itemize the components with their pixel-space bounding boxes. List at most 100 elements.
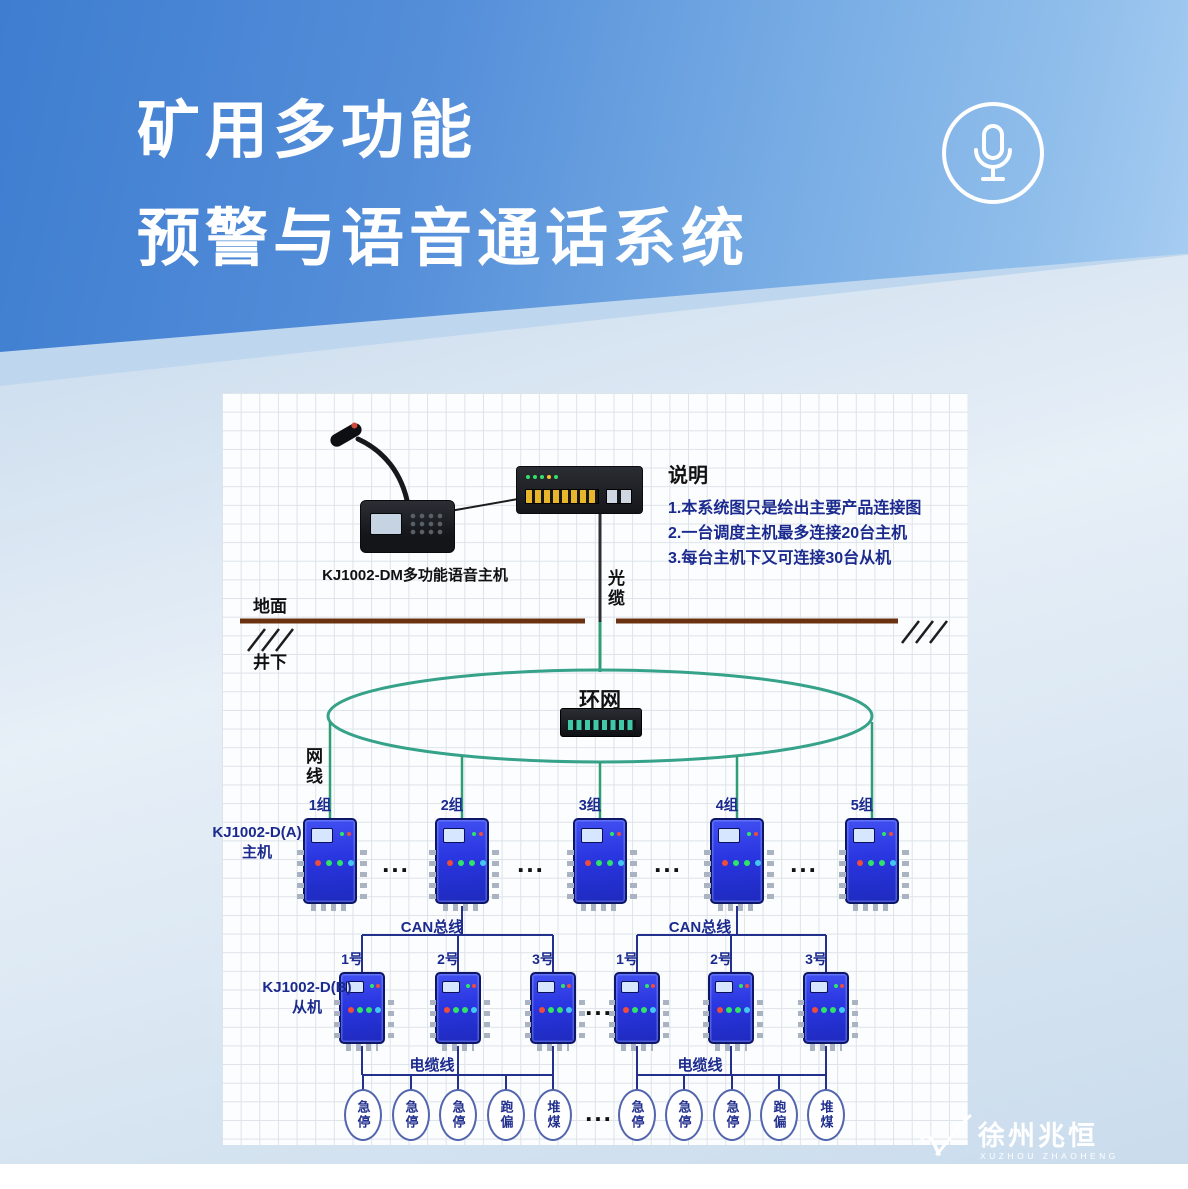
sensor-label: 急停: [676, 1100, 692, 1130]
group-label-1: 1组: [308, 798, 332, 814]
ellipsis-sensors: ...: [585, 1097, 613, 1127]
sensor-ellipse-9: 跑偏: [760, 1089, 798, 1141]
notes-title: 说明: [668, 465, 708, 487]
host-device-5: [839, 818, 909, 911]
slave-id-6: 3号: [805, 951, 827, 967]
sensor-ellipse-10: 堆煤: [807, 1089, 845, 1141]
device-buttons: [447, 860, 453, 866]
slave-id-5: 2号: [710, 951, 732, 967]
host-device-1: [297, 818, 367, 911]
dispatcher-console: [360, 500, 455, 553]
slave-device-5: [703, 972, 763, 1051]
slave-id-2: 2号: [437, 951, 459, 967]
ellipsis-slaves: ...: [585, 991, 613, 1021]
host-model: KJ1002-D(A): [212, 824, 302, 841]
ellipsis-hosts-2: ...: [517, 848, 545, 878]
device-side-ports: [839, 850, 909, 899]
device-buttons: [315, 860, 321, 866]
slave-type-label: KJ1002-D(B) 从机: [237, 978, 377, 1018]
host-device-2: [429, 818, 499, 911]
sensor-label: 急停: [724, 1100, 740, 1130]
page-title-line1: 矿用多功能: [137, 96, 477, 166]
sensor-ellipse-6: 急停: [618, 1089, 656, 1141]
device-side-ports: [334, 1000, 394, 1040]
host-device-4: [704, 818, 774, 911]
sensor-label: 急停: [629, 1100, 645, 1130]
device-side-ports: [430, 1000, 490, 1040]
sensor-label: 堆煤: [545, 1100, 561, 1130]
device-buttons: [857, 860, 863, 866]
slave-role: 从机: [291, 999, 322, 1016]
device-buttons: [722, 860, 728, 866]
slave-model: KJ1002-D(B): [262, 979, 352, 996]
console-gooseneck: [330, 422, 411, 508]
sensor-ellipse-2: 急停: [392, 1089, 430, 1141]
sensor-ellipse-7: 急停: [665, 1089, 703, 1141]
ellipsis-hosts-4: ...: [790, 848, 818, 878]
brand-watermark: 徐州兆恒 XUZHOU ZHAOHENG: [920, 1110, 1160, 1172]
device-buttons: [444, 1007, 450, 1013]
sensor-ellipse-5: 堆煤: [534, 1089, 572, 1141]
header-banner: 矿用多功能 预警与语音通话系统: [0, 0, 1188, 352]
bottom-bar: [0, 1164, 1188, 1189]
console-label: KJ1002-DM多功能语音主机: [322, 567, 508, 584]
brand-subtitle: XUZHOU ZHAOHENG: [980, 1151, 1119, 1161]
sensor-ellipse-3: 急停: [439, 1089, 477, 1141]
sensor-ellipse-4: 跑偏: [487, 1089, 525, 1141]
ring-network-switch: [560, 708, 642, 737]
ring-network-label: 环网: [579, 689, 621, 712]
slave-device-2: [430, 972, 490, 1051]
slave-id-4: 1号: [616, 951, 638, 967]
net-cable-label: 网线: [303, 747, 322, 787]
device-side-ports: [703, 1000, 763, 1040]
cable-label-left: 电缆线: [409, 1057, 455, 1074]
slave-device-1: [334, 972, 394, 1051]
device-buttons: [585, 860, 591, 866]
device-side-ports: [429, 850, 499, 899]
group-label-5: 5组: [850, 798, 874, 814]
brand-name: 徐州兆恒: [978, 1121, 1098, 1151]
host-drop-lines: [328, 722, 874, 820]
can-bus-label-right: CAN总线: [668, 919, 732, 936]
can-bus-label-left: CAN总线: [400, 919, 464, 936]
page-title-line2: 预警与语音通话系统: [137, 204, 749, 274]
device-buttons: [348, 1007, 354, 1013]
host-type-label: KJ1002-D(A) 主机: [197, 823, 317, 863]
cable-label-right: 电缆线: [677, 1057, 723, 1074]
sensor-cable-lines: [361, 1046, 827, 1090]
device-side-ports: [609, 1000, 669, 1040]
host-device-3: [567, 818, 637, 911]
sensor-ellipse-1: 急停: [344, 1089, 382, 1141]
ground-hatch-marks: [247, 620, 948, 652]
can-bus-lines: [361, 906, 827, 972]
console-switch-cable: [449, 498, 519, 512]
underground-label: 井下: [253, 653, 287, 672]
device-side-ports: [704, 850, 774, 899]
device-buttons: [623, 1007, 629, 1013]
group-label-2: 2组: [440, 798, 464, 814]
slave-id-3: 3号: [532, 951, 554, 967]
switch-leds: [526, 475, 530, 479]
sensor-label: 跑偏: [498, 1100, 514, 1130]
device-buttons: [812, 1007, 818, 1013]
device-side-ports: [297, 850, 367, 899]
group-label-4: 4组: [715, 798, 739, 814]
slave-device-3: [525, 972, 585, 1051]
device-buttons: [717, 1007, 723, 1013]
device-buttons: [539, 1007, 545, 1013]
sensor-label: 堆煤: [818, 1100, 834, 1130]
note-line-2: 2.一台调度主机最多连接20台主机: [668, 525, 908, 542]
surface-network-switch: [516, 466, 643, 514]
host-role: 主机: [241, 844, 272, 861]
device-side-ports: [567, 850, 637, 899]
brand-logo-icon: [920, 1114, 972, 1156]
sensor-label: 急停: [355, 1100, 371, 1130]
microphone-icon: [942, 102, 1044, 204]
sensor-label: 急停: [403, 1100, 419, 1130]
group-label-3: 3组: [578, 798, 602, 814]
slave-device-4: [609, 972, 669, 1051]
optical-cable-label: 光缆: [605, 569, 624, 609]
sensor-ellipse-8: 急停: [713, 1089, 751, 1141]
device-side-ports: [525, 1000, 585, 1040]
